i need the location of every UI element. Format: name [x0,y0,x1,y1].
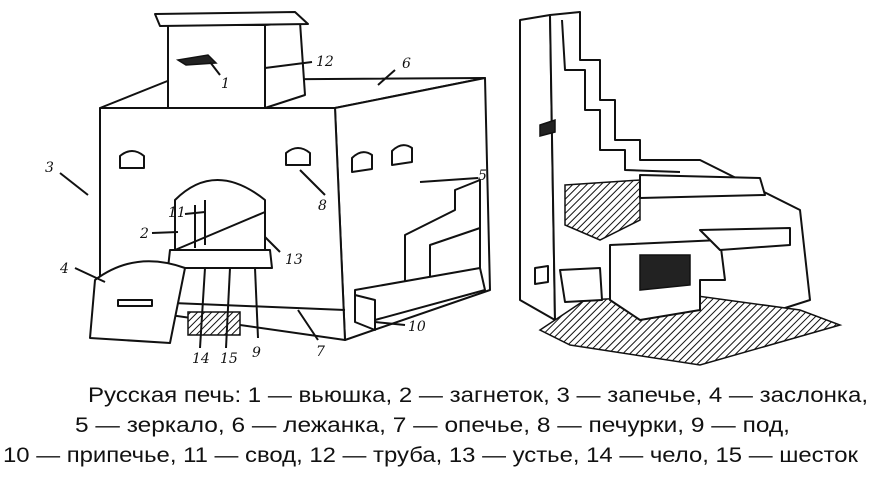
caption-line-2: 5 — зеркало, 6 — лежанка, 7 — опечье, 8 … [75,414,790,437]
chimney [167,24,266,109]
niche [119,150,145,169]
label-8: 8 [318,198,327,214]
damper-icon [175,54,218,66]
caption-line-3: 10 — припечье, 11 — свод, 12 — труба, 13… [3,444,859,467]
label-2: 2 [139,226,149,242]
stove-mouth [174,179,266,251]
label-12: 12 [316,54,334,70]
label-10: 10 [408,319,426,335]
label-5: 5 [478,168,487,184]
hearth-shelf [167,249,273,269]
ash-pit [187,311,241,336]
niche [285,147,311,166]
label-15: 15 [220,351,238,367]
chimney-cap [154,11,309,27]
caption-line-1: Русская печь: 1 — вьюшка, 2 — загнеток, … [88,384,868,407]
niche [351,151,373,173]
label-1: 1 [221,76,230,92]
label-7: 7 [316,344,325,360]
label-9: 9 [252,345,261,361]
label-6: 6 [402,56,411,72]
stove-cutaway-drawing [519,11,843,366]
stove-exterior-drawing [59,11,491,349]
label-11: 11 [168,205,186,221]
label-3: 3 [45,160,54,176]
niche [391,144,413,166]
label-13: 13 [285,252,303,268]
vault-section [564,179,641,241]
leader-lines [59,61,479,349]
stove-base [538,294,843,366]
damper-slot [539,118,556,137]
label-4: 4 [59,261,69,277]
label-14: 14 [192,351,210,367]
